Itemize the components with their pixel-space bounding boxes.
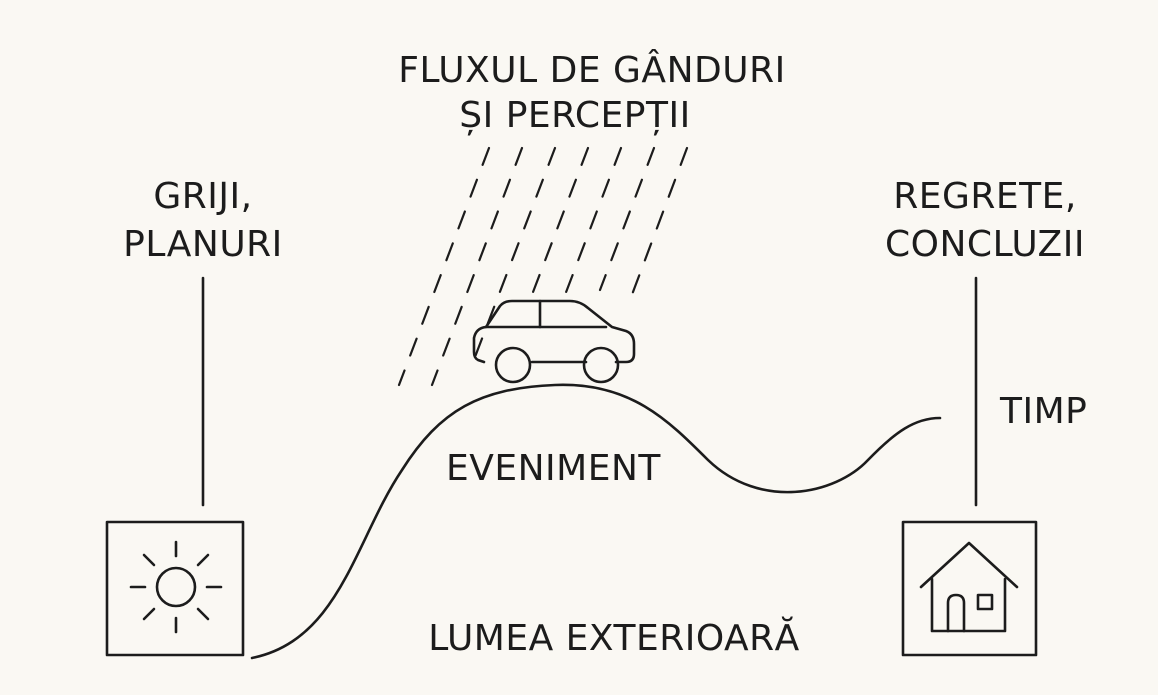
- left-label-line-2: PLANURI: [123, 224, 283, 265]
- house-icon: [919, 541, 1019, 633]
- time-label: TIMP: [999, 391, 1087, 432]
- title: FLUXUL DE GÂNDURI ȘI PERCEPȚII: [398, 49, 785, 136]
- car-body: [472, 299, 636, 364]
- right-label-line-2: CONCLUZII: [885, 224, 1085, 265]
- sun-icon: [129, 540, 223, 634]
- timeline-curve: [250, 383, 942, 660]
- event-label: EVENIMENT: [446, 448, 661, 489]
- stream-line: [598, 146, 656, 292]
- house-box: [901, 520, 1038, 657]
- right-label-line-1: REGRETE,: [893, 176, 1077, 217]
- car-icon: [472, 299, 636, 384]
- left-label-line-1: GRIJI,: [153, 176, 252, 217]
- title-line-2: ȘI PERCEPȚII: [459, 95, 690, 136]
- stream-line: [430, 146, 524, 387]
- stream-line: [528, 146, 590, 302]
- stream-line: [397, 146, 491, 387]
- car-wheel-rear: [582, 346, 620, 384]
- right-label: REGRETE, CONCLUZII: [885, 176, 1085, 265]
- stream-line: [628, 146, 689, 302]
- sun-box: [105, 520, 245, 657]
- stream-line: [563, 146, 623, 297]
- car-wheel-front: [494, 346, 532, 384]
- thought-stream-lines: [397, 146, 689, 387]
- title-line-1: FLUXUL DE GÂNDURI: [398, 49, 785, 91]
- outer-world-label: LUMEA EXTERIOARĂ: [428, 616, 800, 659]
- left-label: GRIJI, PLANURI: [123, 176, 283, 265]
- stream-line: [468, 146, 557, 372]
